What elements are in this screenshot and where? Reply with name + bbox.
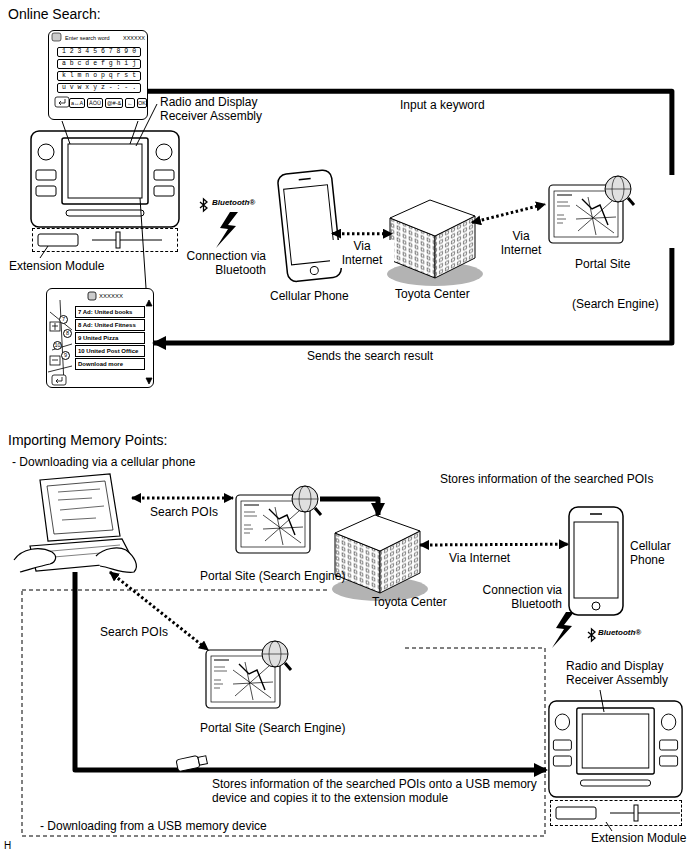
- toyota-center: Toyota Center: [335, 515, 420, 590]
- part-name: XXXXXX: [119, 35, 145, 41]
- building-illustration: [387, 200, 483, 286]
- connection-note: Connection via Bluetooth: [186, 250, 266, 278]
- part-name: Radio and Display Receiver Assembly: [160, 96, 270, 124]
- screen-item: a b c d e f g h i j: [57, 59, 141, 69]
- part-name: Portal Site (Search Engine): [200, 570, 365, 584]
- screen-item: u v w x y z - : - .: [57, 83, 141, 93]
- part-name: Cellular Phone: [630, 540, 682, 568]
- part-name: Extension Module: [591, 832, 690, 846]
- building-illustration: [332, 515, 428, 601]
- screen-item: 10 United Post Office: [75, 345, 145, 357]
- radio-display-receiver-illustration: [31, 131, 179, 227]
- store-note: Stores information of the searched POIs: [440, 473, 685, 487]
- section-heading: Online Search:: [8, 6, 208, 22]
- screen-item: a↔A: [69, 98, 85, 108]
- flow-arrow: [154, 248, 672, 343]
- portal-site: Portal Site(Search Engine): [545, 175, 680, 248]
- cellular-phone-illustration: [569, 507, 623, 615]
- screen-item: ←: [125, 98, 135, 108]
- cellular-phone: Cellular Phone: [268, 172, 332, 284]
- keyboard-screen: Enter search wordXXXXXX 1 2 3 4 5 6 7 8 9…: [48, 30, 148, 120]
- toyota-center: Toyota Center: [392, 200, 472, 275]
- cellular-phone: Cellular Phone: [568, 505, 624, 617]
- screen-item: OK: [137, 98, 147, 108]
- callout-number: 9: [61, 351, 70, 360]
- bluetooth-logo-text: Bluetooth®: [212, 198, 272, 207]
- figure-code: H: [4, 840, 24, 852]
- part-name: Radio and Display Receiver Assembly: [566, 660, 684, 688]
- method-note: - Downloading via a cellular phone: [12, 456, 272, 470]
- screen-item: 9 United Pizza: [75, 332, 145, 344]
- usb-memory-illustration: [176, 754, 208, 772]
- portal-site-illustration: [549, 176, 634, 243]
- laptop-illustration: [14, 474, 136, 572]
- result-map: [48, 292, 152, 385]
- radio-display-receiver-illustration: [549, 701, 682, 797]
- screen-item: 8 Ad: United Fitness: [75, 319, 145, 331]
- connection-note: Connection via Bluetooth: [482, 584, 562, 612]
- callout-number: 8: [63, 329, 72, 338]
- part-name: (Search Engine): [572, 298, 667, 312]
- callout-number: 10: [53, 341, 62, 350]
- extension-module: Extension Module: [32, 228, 178, 252]
- edge-label: Via Internet: [447, 552, 527, 566]
- search-result-screen: XXXXXX 7 Ad: United books8 Ad: United Fit…: [46, 288, 154, 388]
- screen-item: ÄÖÜ: [87, 98, 103, 108]
- part-name: Toyota Center: [395, 288, 485, 302]
- edge-label: Input a keyword: [398, 99, 508, 113]
- screen-item: 7 Ad: United books: [75, 306, 145, 318]
- bluetooth-logo-text: Bluetooth®: [598, 628, 658, 637]
- part-name: Toyota Center: [372, 596, 462, 610]
- edge-label: Via Internet: [330, 240, 394, 268]
- dotted-link: [132, 497, 233, 500]
- screen-item: k l m n o p q r s t: [57, 71, 141, 81]
- usb-transfer-arrow: [75, 572, 546, 770]
- extension-module: Extension Module: [550, 800, 682, 826]
- dashed-boundary: [22, 590, 545, 836]
- portal-site-illustration: [236, 486, 321, 553]
- internet-link: [472, 204, 545, 222]
- section-heading: Importing Memory Points:: [8, 432, 248, 448]
- part-name: Extension Module: [9, 260, 119, 274]
- portal-site: Portal Site (Search Engine): [235, 485, 320, 555]
- part-name: XXXXXX: [99, 293, 133, 300]
- screen-item: Download more: [75, 358, 145, 370]
- part-name: Enter search word: [65, 35, 117, 41]
- flow-arrow: [320, 499, 378, 515]
- keyboard-back-button: [52, 33, 69, 107]
- portal-site-illustration: [206, 641, 291, 708]
- edge-label: Sends the search result: [305, 350, 455, 364]
- portal-site: Portal Site (Search Engine): [205, 640, 290, 710]
- search-note: Search POIs: [100, 626, 180, 640]
- flow-arrow: [148, 91, 672, 175]
- part-name: Portal Site (Search Engine): [200, 722, 365, 736]
- leader-line: [606, 822, 612, 831]
- internet-link: [332, 232, 392, 235]
- screen-item: @#-&: [105, 98, 123, 108]
- part-name: Cellular Phone: [270, 290, 350, 304]
- radio-display-receiver: Radio and Display Receiver Assembly: [30, 130, 180, 228]
- search-note: Search POIs: [150, 506, 230, 520]
- internet-link: [420, 543, 568, 547]
- screen-item: 1 2 3 4 5 6 7 8 9 0: [57, 47, 141, 57]
- edge-label: Via Internet: [496, 230, 546, 258]
- part-name: Portal Site: [575, 258, 655, 272]
- leader-line: [600, 690, 604, 712]
- store-note: Stores information of the searched POIs …: [212, 778, 542, 806]
- callout-number: 7: [59, 315, 68, 324]
- radio-display-receiver: Radio and Display Receiver Assembly: [548, 700, 684, 800]
- extension-module-illustration: [556, 805, 680, 821]
- method-note: - Downloading from a USB memory device: [40, 820, 340, 834]
